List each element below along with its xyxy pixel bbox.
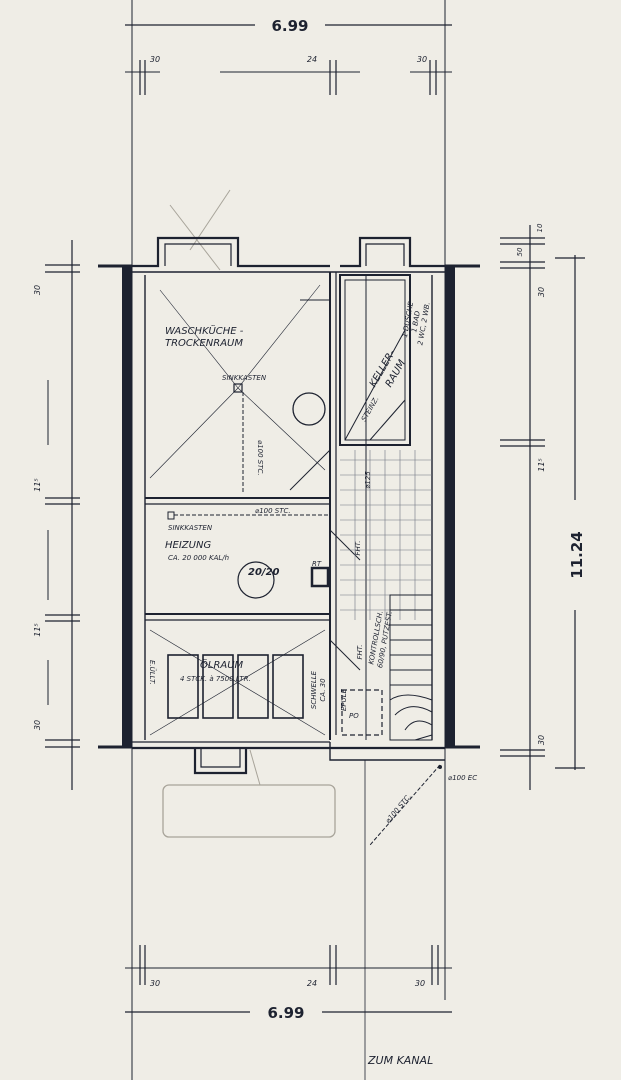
- pencil-sketch: [162, 189, 336, 838]
- oil-tank-4: [272, 654, 304, 719]
- top-dimension-chain: [125, 14, 452, 95]
- oil-tank-2: [202, 654, 234, 719]
- right-top-dim-b: 10: [536, 223, 544, 232]
- laundry-title-1: WASCHKÜCHE -: [165, 324, 244, 337]
- bottom-mid-dim: 24: [307, 979, 317, 988]
- cellar-fixtures-2: 1 BAD: [410, 310, 422, 333]
- ec-pipe-label: ⌀100 EC: [448, 774, 477, 782]
- top-left-dim: 30: [150, 55, 160, 64]
- fht-label-1: FHT.: [354, 541, 362, 556]
- staircase: [389, 594, 433, 741]
- oil-tank-room: [149, 629, 326, 736]
- top-total-width: 6.99: [271, 17, 308, 35]
- epule-label: EPULE: [340, 688, 348, 711]
- right-bottom-dim: 30: [537, 735, 546, 745]
- fht-label-2: FHT.: [356, 645, 364, 660]
- oil-room-detail: 4 STCK. à 7500 LTR.: [180, 675, 251, 683]
- po-label: PO: [349, 712, 359, 720]
- right-top-dim-a: 50: [516, 247, 524, 256]
- chimney-flue: [310, 566, 330, 588]
- left-top-dim: 30: [33, 285, 42, 295]
- right-total-length: 11.24: [568, 531, 586, 578]
- heating-capacity: CA. 20 000 KAL/h: [168, 554, 229, 562]
- bottom-total-width: 6.99: [267, 1004, 304, 1022]
- sill-label-2: CA. 30: [319, 678, 327, 702]
- right-dimension-chain: [500, 225, 585, 790]
- heating-pipe-label: ⌀100 STC.: [255, 507, 291, 515]
- top-mid-dim: 24: [307, 55, 317, 64]
- oil-tank-3: [237, 654, 269, 719]
- laundry-title-2: TROCKENRAUM: [165, 338, 243, 349]
- cellar-diagonal: [344, 329, 406, 441]
- sill-label-1: SCHWELLE: [310, 670, 318, 709]
- oil-room-title: ÖLRAUM: [200, 658, 244, 671]
- top-right-dim: 30: [417, 55, 427, 64]
- laundry-room: [149, 284, 326, 492]
- laundry-pipe-label: ⌀100 STC.: [256, 440, 264, 476]
- interior-walls: [145, 272, 411, 740]
- chimney-small-label: RT: [312, 560, 322, 568]
- right-mid-dim: 11⁵: [537, 458, 546, 471]
- bottom-right-dim: 30: [415, 979, 425, 988]
- oil-left-label: E.ÜLLT.: [148, 660, 157, 685]
- left-lower-dim: 11⁵: [33, 623, 42, 636]
- left-upper-dim: 11⁵: [33, 478, 42, 491]
- bottom-dimension-chain: [125, 945, 452, 1023]
- boiler-circle: [292, 392, 326, 426]
- cellar-note: STEINZ.: [360, 395, 381, 423]
- laundry-drain-label: SINKKASTEN: [222, 374, 267, 382]
- hall-pipe-label: ⌀125: [364, 471, 372, 489]
- heating-room: [167, 511, 330, 599]
- inspection-shaft: [341, 689, 383, 736]
- sewer-line: [369, 764, 442, 846]
- left-bottom-dim: 30: [33, 720, 42, 730]
- bottom-left-dim: 30: [150, 979, 160, 988]
- heating-drain-label: SINKKASTEN: [168, 524, 213, 532]
- chimney-size: 20/20: [248, 567, 280, 578]
- heating-title: HEIZUNG: [165, 540, 211, 551]
- heating-boiler-circle: [237, 561, 275, 599]
- footer-note: ZUM KANAL: [367, 1054, 433, 1067]
- stc-pipe-label: ⌀100 STC.: [384, 792, 413, 824]
- right-upper-dim: 30: [537, 287, 546, 297]
- oil-tank-1: [167, 654, 199, 719]
- left-dimension-chain: [45, 240, 80, 790]
